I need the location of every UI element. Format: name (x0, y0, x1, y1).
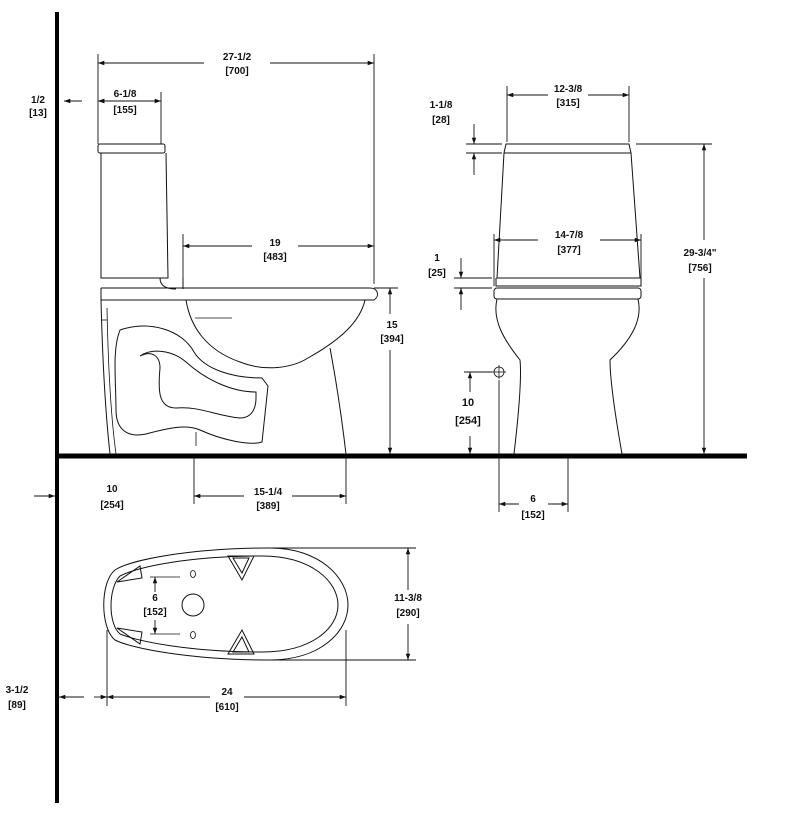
seat-thickness-label: 1 (434, 253, 440, 264)
base-length-metric: [610] (215, 702, 238, 713)
tank-depth-metric: [155] (113, 105, 136, 116)
bolt-spacing-label: 6 (152, 593, 158, 604)
tank-width-metric: [315] (556, 98, 579, 109)
seat-height-label: 15 (386, 320, 398, 331)
rough-in-metric: [254] (100, 500, 123, 511)
supply-offset-metric: [152] (521, 510, 544, 521)
front-tank-body (496, 152, 641, 279)
bolt-spacing-metric: [152] (143, 607, 166, 618)
tank-depth-label: 6-1/8 (114, 89, 137, 100)
dimension-labels: 27-1/2 [700] 1/2 [13] 6-1/8 [155] 19 [48… (6, 52, 717, 713)
base-wall-gap-metric: [89] (8, 700, 26, 711)
overall-height-metric: [756] (688, 263, 711, 274)
seat-depth-metric: [483] (263, 252, 286, 263)
supply-height-metric: [254] (455, 415, 481, 427)
front-seat (493, 287, 642, 300)
supply-height-label: 10 (462, 397, 474, 409)
seat-rim (101, 287, 378, 301)
overall-depth-metric: [700] (225, 66, 248, 77)
base-top-view (103, 547, 349, 661)
seat-thickness-metric: [25] (428, 268, 446, 279)
bowl-width-label: 14-7/8 (555, 230, 584, 241)
bowl-width-metric: [377] (557, 245, 580, 256)
overall-depth-label: 27-1/2 (223, 52, 252, 63)
drain-hole (181, 593, 205, 617)
triangle-top (227, 555, 255, 582)
wall-gap-label: 1/2 (31, 95, 45, 106)
supply-offset-label: 6 (530, 494, 536, 505)
lid-thickness-metric: [28] (432, 115, 450, 126)
front-view (492, 143, 642, 455)
tank-width-label: 12-3/8 (554, 84, 583, 95)
seat-depth-label: 19 (269, 238, 281, 249)
triangle-bottom (227, 628, 255, 655)
bolt-hole (190, 631, 196, 639)
base-width-metric: [290] (396, 608, 419, 619)
bowl-outline (185, 299, 366, 369)
trapway (114, 325, 269, 444)
tank-body (100, 152, 169, 279)
base-width-label: 11-3/8 (394, 593, 422, 604)
base-outline (103, 547, 349, 661)
base-length-label: 24 (221, 687, 233, 698)
seat-height-metric: [394] (380, 334, 403, 345)
tank-lid (97, 143, 166, 154)
front-tank-lid (503, 143, 632, 154)
wall-gap-metric: [13] (29, 108, 47, 119)
pedestal (329, 347, 347, 455)
outlet-metric: [389] (256, 501, 279, 512)
side-view (97, 143, 378, 455)
dimension-lines (34, 54, 712, 706)
lid-thickness-label: 1-1/8 (430, 100, 453, 111)
bolt-hole (190, 570, 196, 578)
overall-height-label: 29-3/4" (683, 248, 716, 259)
rough-in-label: 10 (106, 484, 118, 495)
base-wall-gap-label: 3-1/2 (6, 685, 29, 696)
front-bowl (495, 298, 522, 455)
outlet-label: 15-1/4 (254, 487, 283, 498)
